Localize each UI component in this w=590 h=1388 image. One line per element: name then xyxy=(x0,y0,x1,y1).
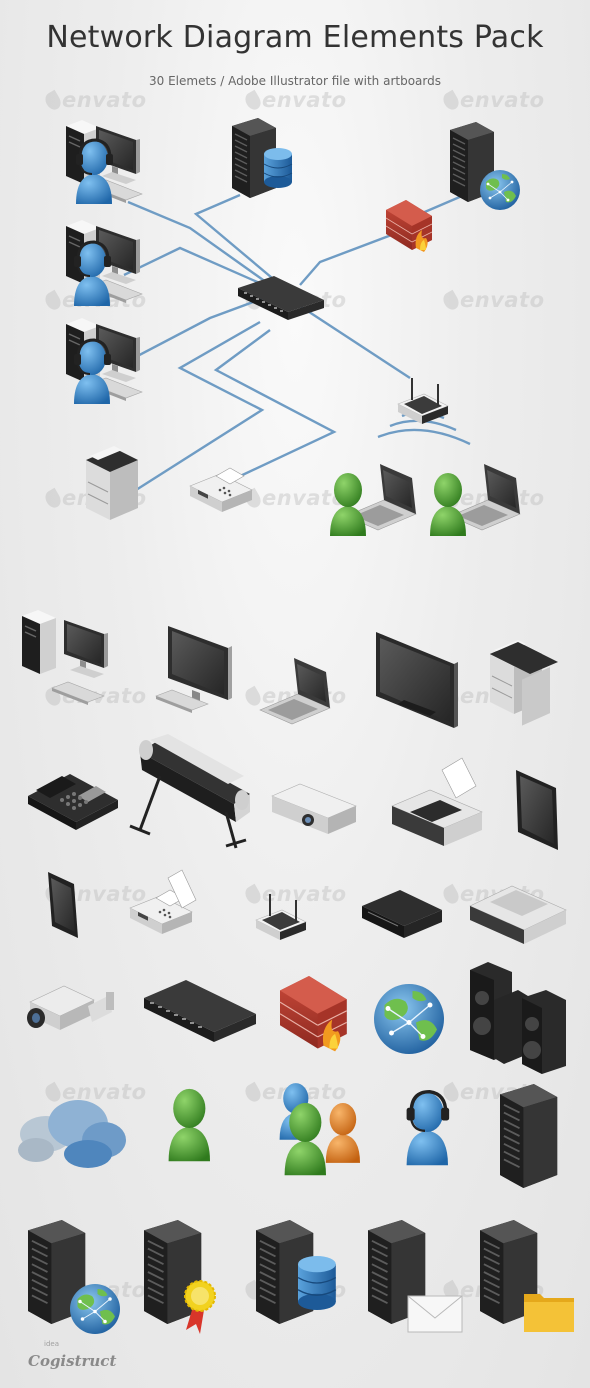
brand-tagline: idea xyxy=(44,1340,59,1348)
monitor-icon xyxy=(155,626,232,714)
watermark: envato xyxy=(262,88,347,112)
brand-logo: Cogistruct xyxy=(28,1352,117,1370)
server-database-icon xyxy=(231,117,293,199)
printer-icon xyxy=(391,757,483,846)
watermark: envato xyxy=(62,882,147,906)
watermark: envato xyxy=(460,88,545,112)
network-diagram xyxy=(66,117,521,536)
modem-icon xyxy=(362,890,442,938)
plotter-icon xyxy=(129,734,250,849)
speakers-icon xyxy=(470,962,566,1074)
server-folder-icon xyxy=(479,1219,574,1332)
watermark: envato xyxy=(62,1080,147,1104)
fax-icon xyxy=(129,869,197,935)
desktop-computer-icon xyxy=(21,609,108,706)
globe-icon xyxy=(373,983,445,1055)
network-cables xyxy=(123,193,471,492)
server-icon xyxy=(499,1083,559,1189)
server-globe-icon xyxy=(449,121,521,211)
smartphone-icon xyxy=(48,872,78,938)
tablet-icon xyxy=(516,770,558,850)
copier-icon xyxy=(489,639,558,726)
server-globe-icon xyxy=(27,1219,121,1335)
firewall-icon xyxy=(279,975,348,1053)
page-title: Network Diagram Elements Pack xyxy=(46,20,544,55)
watermark: envato xyxy=(62,88,147,112)
switch-icon xyxy=(144,980,256,1042)
phone-icon xyxy=(28,774,118,830)
watermark: envato xyxy=(262,882,347,906)
tv-icon xyxy=(376,632,458,728)
security-camera-icon xyxy=(27,985,114,1030)
cloud-icon xyxy=(18,1100,126,1168)
support-workstation-icon xyxy=(66,220,142,306)
wifi-router-icon xyxy=(255,893,307,941)
server-award-icon xyxy=(143,1219,216,1334)
support-workstation-icon xyxy=(66,318,142,404)
watermark: envato xyxy=(262,486,347,510)
firewall-icon xyxy=(385,199,433,253)
support-user-icon xyxy=(404,1089,451,1166)
server-database-icon xyxy=(255,1219,337,1325)
laptop-icon xyxy=(259,657,331,725)
projector-icon xyxy=(271,783,357,834)
laptop-user-icon xyxy=(330,463,417,536)
copier-icon xyxy=(85,445,139,521)
support-workstation-icon xyxy=(66,120,142,204)
user-icon xyxy=(168,1088,210,1162)
server-mail-icon xyxy=(367,1219,463,1333)
group-icon xyxy=(279,1083,360,1176)
page-subtitle: 30 Elemets / Adobe Illustrator file with… xyxy=(149,74,441,88)
watermark: envato xyxy=(460,288,545,312)
laptop-user-icon xyxy=(430,463,521,536)
scanner-icon xyxy=(469,885,567,944)
